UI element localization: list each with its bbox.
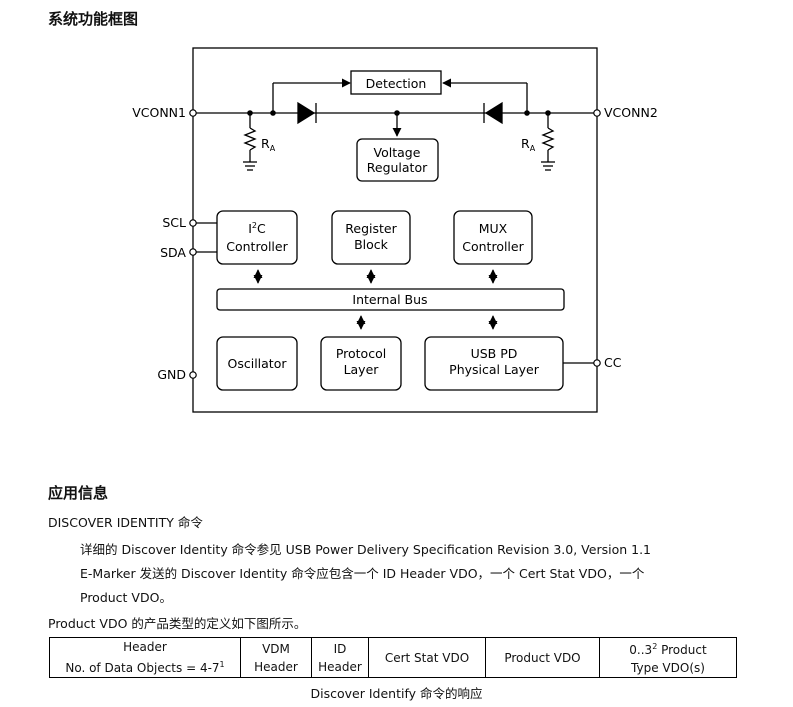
pin-vconn2: [593, 109, 601, 117]
table-cell-product-type-vdo: 0..32 Product Type VDO(s): [599, 637, 737, 678]
voltage-regulator-label-2: Regulator: [367, 160, 428, 175]
discover-identity-table: Header No. of Data Objects = 4-71 VDM He…: [49, 637, 737, 678]
protocol-label-2: Layer: [344, 362, 380, 377]
oscillator-label: Oscillator: [228, 356, 288, 371]
mux-label-2: Controller: [462, 239, 524, 254]
paragraph-line-2: E-Marker 发送的 Discover Identity 命令应包含一个 I…: [80, 566, 645, 581]
pin-label-gnd: GND: [157, 367, 186, 382]
pin-vconn1: [189, 109, 197, 117]
pin-label-sda: SDA: [160, 245, 186, 260]
pin-label-cc: CC: [604, 355, 622, 370]
protocol-layer-box: [320, 336, 402, 391]
detection-box: [350, 70, 442, 95]
pin-cc: [593, 359, 601, 367]
ra-left-label: RA: [261, 136, 276, 153]
table-cell-header: Header No. of Data Objects = 4-71: [49, 637, 241, 678]
pin-label-vconn1: VCONN1: [132, 105, 186, 120]
mux-label-1: MUX: [479, 221, 508, 236]
table-caption: Discover Identify 命令的响应: [310, 686, 483, 701]
i2c-label-1: I2C: [248, 221, 266, 236]
pin-label-vconn2: VCONN2: [604, 105, 658, 120]
usb-pd-label-2: Physical Layer: [449, 362, 540, 377]
internal-bus-label: Internal Bus: [352, 292, 427, 307]
pin-label-scl: SCL: [162, 215, 186, 230]
register-block-label-2: Block: [354, 237, 389, 252]
register-block-box: [331, 210, 411, 265]
table-cell-cert-stat-vdo: Cert Stat VDO: [368, 637, 486, 678]
diode-right: [484, 101, 503, 125]
internal-bus-box: [216, 288, 565, 311]
voltage-regulator-box: [356, 138, 439, 182]
paragraph-line-3: Product VDO。: [80, 590, 172, 605]
detection-label: Detection: [366, 76, 427, 91]
section-title-application: 应用信息: [48, 484, 109, 502]
ra-right-label: RA: [521, 136, 536, 153]
section-title-block-diagram: 系统功能框图: [48, 10, 139, 28]
protocol-label-1: Protocol: [336, 346, 386, 361]
diode-left: [297, 101, 316, 125]
register-block-label-1: Register: [345, 221, 397, 236]
pin-sda: [189, 248, 197, 256]
mux-controller-box: [453, 210, 533, 265]
pin-gnd: [189, 371, 197, 379]
oscillator-box: [216, 336, 298, 391]
table-cell-product-vdo: Product VDO: [485, 637, 600, 678]
chip-outline: [192, 47, 598, 413]
i2c-label-2: Controller: [226, 239, 288, 254]
voltage-regulator-label-1: Voltage: [374, 145, 421, 160]
discover-identity-heading: DISCOVER IDENTITY 命令: [48, 515, 203, 530]
pin-scl: [189, 219, 197, 227]
paragraph-line-4: Product VDO 的产品类型的定义如下图所示。: [48, 616, 307, 631]
i2c-controller-box: [216, 210, 298, 265]
paragraph-line-1: 详细的 Discover Identity 命令参见 USB Power Del…: [80, 542, 652, 557]
table-cell-id-header: ID Header: [311, 637, 369, 678]
block-diagram: VCONN1 VCONN2 SCL SDA GND CC RA RA Detec…: [132, 47, 658, 413]
table-cell-vdm-header: VDM Header: [240, 637, 312, 678]
usb-pd-label-1: USB PD: [471, 346, 518, 361]
